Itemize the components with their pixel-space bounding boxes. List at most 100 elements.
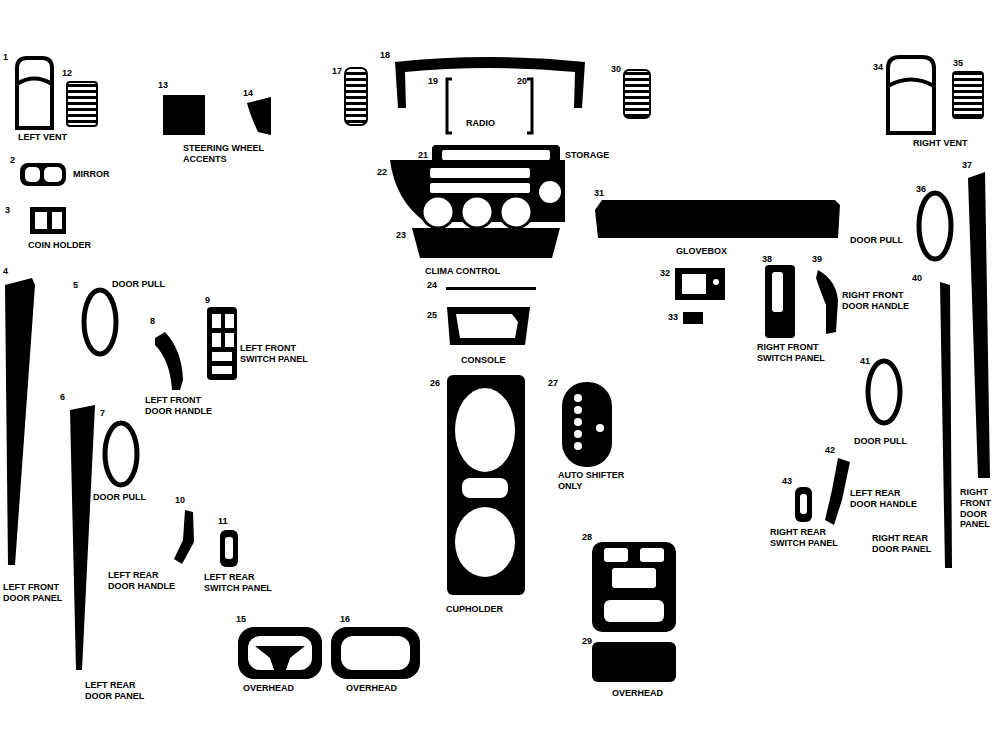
part-label: STORAGE [565, 150, 609, 161]
part-label: LEFT REAR DOOR HANDLE [850, 488, 924, 510]
callout-number: 25 [427, 310, 437, 321]
part-label: LEFT REAR DOOR HANDLE [108, 570, 182, 592]
door-pull-trim [919, 193, 951, 259]
callout-number: 27 [548, 378, 558, 389]
callout-number: 23 [396, 230, 406, 241]
door-handle-trim [816, 270, 838, 334]
part-label: RIGHT VENT [913, 138, 968, 149]
clima-knob-opening [422, 196, 532, 228]
callout-number: 16 [340, 614, 350, 625]
door-panel-strip [5, 278, 35, 565]
switch-trim [683, 312, 703, 324]
callout-number: 15 [236, 614, 246, 625]
steering-accent [247, 97, 271, 135]
vent-outline [888, 57, 934, 133]
callout-number: 20 [517, 76, 527, 87]
part-label: COIN HOLDER [28, 240, 91, 251]
callout-number: 29 [582, 636, 592, 647]
radio-bracket [447, 79, 532, 133]
switch-panel-trim [207, 307, 237, 380]
callout-number: 42 [825, 445, 835, 456]
callout-number: 24 [427, 280, 437, 291]
part-label: RIGHT REAR DOOR PANEL [872, 533, 936, 555]
part-label: STEERING WHEEL ACCENTS [183, 143, 273, 165]
overhead-trim [592, 642, 676, 682]
part-label: RIGHT FRONT DOOR PANEL [960, 487, 996, 530]
part-label: LEFT VENT [18, 132, 67, 143]
coin-holder-trim [30, 207, 66, 234]
vent-grille [953, 72, 983, 118]
vent-outline [17, 58, 52, 128]
radio-frame [395, 57, 585, 108]
part-label: DOOR PULL [854, 436, 907, 447]
part-label: CUPHOLDER [446, 604, 503, 615]
callout-number: 10 [175, 495, 185, 506]
callout-number: 26 [430, 378, 440, 389]
callout-number: 11 [218, 516, 228, 527]
callout-number: 4 [3, 266, 8, 277]
callout-number: 2 [10, 155, 15, 166]
callout-number: 41 [860, 356, 870, 367]
callout-number: 35 [953, 58, 963, 69]
callout-number: 34 [873, 62, 883, 73]
door-handle-trim [174, 510, 194, 564]
callout-number: 14 [243, 88, 253, 99]
part-label: LEFT FRONT DOOR PANEL [3, 582, 69, 604]
switch-trim [675, 268, 725, 300]
part-label: CLIMA CONTROL [425, 266, 500, 277]
callout-number: 6 [60, 392, 65, 403]
part-label: OVERHEAD [612, 688, 663, 699]
callout-number: 40 [912, 273, 922, 284]
shifter-trim [562, 382, 612, 467]
part-label: MIRROR [73, 169, 110, 180]
vent-grille [624, 70, 650, 118]
callout-number: 5 [73, 280, 78, 291]
callout-number: 22 [377, 167, 387, 178]
part-label: DOOR PULL [850, 235, 903, 246]
callout-number: 31 [594, 188, 604, 199]
glovebox-trim [595, 200, 840, 238]
callout-number: 33 [668, 312, 678, 323]
door-panel-strip [940, 282, 952, 568]
door-pull-trim [84, 290, 116, 354]
switch-panel-trim [220, 530, 238, 567]
part-label: LEFT REAR SWITCH PANEL [204, 572, 279, 594]
callout-number: 39 [812, 254, 822, 265]
part-label: DOOR PULL [112, 279, 165, 290]
mirror-trim [20, 163, 66, 186]
callout-number: 13 [158, 80, 168, 91]
callout-number: 32 [660, 268, 670, 279]
part-label: RIGHT FRONT DOOR HANDLE [842, 290, 916, 312]
clima-trim [412, 228, 560, 258]
overhead-trim [592, 542, 676, 632]
part-label: CONSOLE [461, 355, 506, 366]
part-label: OVERHEAD [243, 683, 294, 694]
callout-number: 1 [3, 52, 8, 63]
cupholder-trim [447, 375, 525, 595]
part-label: GLOVEBOX [676, 246, 727, 257]
door-handle-trim [155, 332, 183, 390]
vent-grille [67, 82, 97, 126]
part-label: LEFT FRONT SWITCH PANEL [240, 343, 315, 365]
overhead-trim [238, 627, 322, 679]
callout-number: 19 [428, 76, 438, 87]
callout-number: 17 [332, 66, 342, 77]
callout-number: 9 [205, 295, 210, 306]
part-label: LEFT REAR DOOR PANEL [85, 680, 153, 702]
callout-number: 3 [5, 205, 10, 216]
callout-number: 43 [782, 476, 792, 487]
callout-number: 8 [150, 316, 155, 327]
part-label: OVERHEAD [346, 683, 397, 694]
vent-grille [345, 68, 367, 125]
callout-number: 28 [582, 532, 592, 543]
part-label: AUTO SHIFTER ONLY [558, 470, 632, 492]
door-panel-strip [70, 405, 95, 670]
steering-accent [163, 95, 205, 135]
part-label: RIGHT FRONT SWITCH PANEL [757, 342, 832, 364]
overhead-trim [331, 627, 420, 679]
callout-number: 7 [100, 408, 105, 419]
console-trim [447, 307, 530, 345]
part-label: LEFT FRONT DOOR HANDLE [145, 395, 219, 417]
part-label: RIGHT REAR SWITCH PANEL [770, 527, 845, 549]
